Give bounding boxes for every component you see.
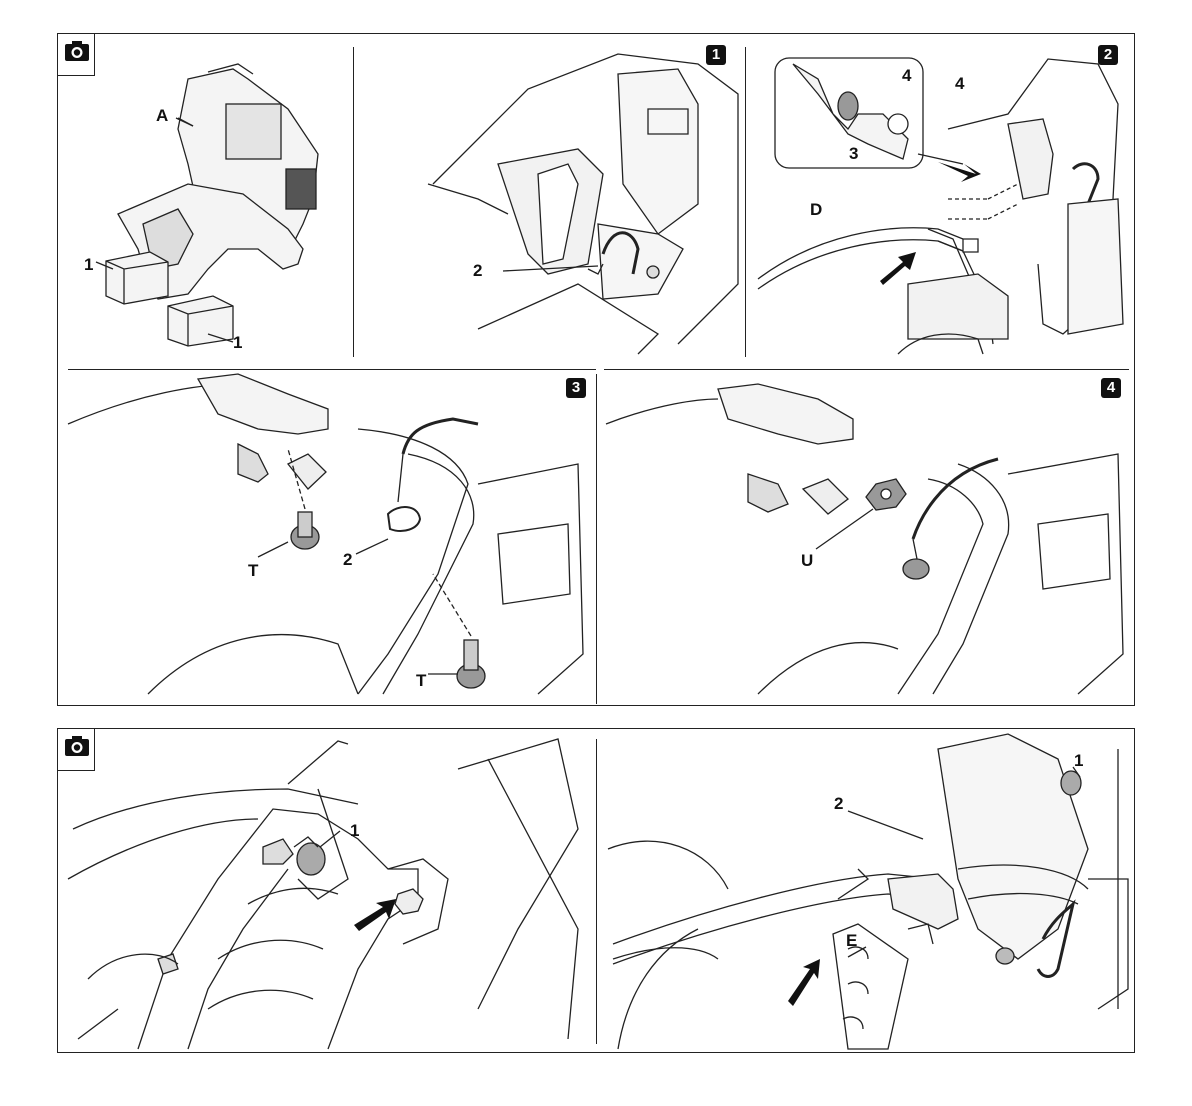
label-t-1: T [248,562,258,579]
assembly-line-drawings [58,34,1136,707]
step1-drawing [428,54,738,354]
bottom-left-drawing [68,739,578,1049]
step3-drawing [68,374,583,694]
step-badge-1: 1 [706,45,726,65]
arrow-icon [788,959,820,1006]
label-e: E [846,932,857,949]
label-1-right: 1 [233,334,242,351]
label-4: 4 [955,75,964,92]
label-4-inset: 4 [902,67,911,84]
label-u: U [801,552,813,569]
bottom-line-drawings [58,729,1136,1054]
label-2: 2 [473,262,482,279]
label-3: 3 [849,145,858,162]
bottom-right-drawing [608,734,1128,1049]
step-badge-3: 3 [566,378,586,398]
arrow-icon [880,252,916,285]
arrow-icon [938,162,981,182]
step-badge-4: 4 [1101,378,1121,398]
step-badge-2: 2 [1098,45,1118,65]
arrow-icon [354,899,396,931]
label-1-left: 1 [84,256,93,273]
label-t-2: T [416,672,426,689]
machine-overview-drawing [96,64,318,346]
bottom-illustration-frame: 1 1 2 E [57,728,1135,1053]
label-1-bottom-left: 1 [350,822,359,839]
label-1-bottom-right: 1 [1074,752,1083,769]
label-d: D [810,201,822,218]
label-2-step3: 2 [343,551,352,568]
top-illustration-frame: A 1 1 1 2 2 4 4 3 D 3 T 2 T 4 U [57,33,1135,706]
label-2-bottom-right: 2 [834,795,843,812]
step4-drawing [606,384,1123,694]
label-a: A [156,107,168,124]
